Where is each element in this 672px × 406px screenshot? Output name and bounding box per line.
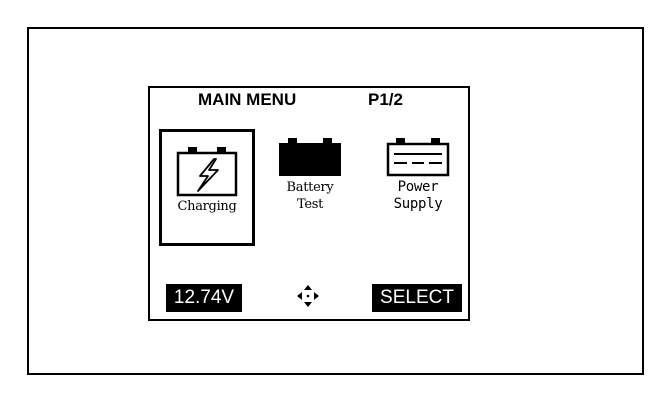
menu-item-label: Supply [393,196,443,212]
lcd-screen: MAIN MENU P1/2 Charging Battery Test [148,86,470,321]
page-title: MAIN MENU [198,90,297,109]
menu-item-label: Charging [177,199,237,214]
menu-item-charging[interactable]: Charging [159,129,255,246]
battery-outline-icon [386,138,450,177]
menu-item-label: Battery [286,180,334,195]
battery-filled-icon [279,138,341,176]
voltage-readout: 12.74V [166,284,242,312]
four-way-arrows-icon[interactable] [296,284,320,308]
select-button[interactable]: SELECT [372,284,462,312]
page-indicator: P1/2 [368,90,403,109]
menu-item-battery-test[interactable]: Battery Test [272,138,348,228]
menu-item-label: Test [296,197,324,212]
menu-item-power-supply[interactable]: Power Supply [378,138,458,228]
battery-charging-icon [176,147,238,197]
device-frame [27,27,644,375]
menu-item-label: Power [397,179,439,195]
